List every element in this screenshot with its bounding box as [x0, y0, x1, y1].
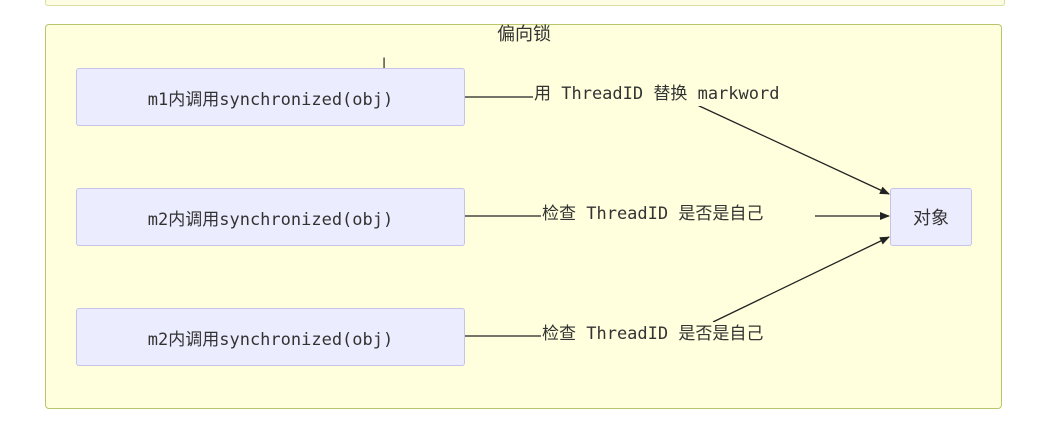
node-label: m2内调用synchronized(obj) — [147, 329, 394, 350]
node-object[interactable]: 对象 — [890, 188, 972, 246]
node-m1-synchronized[interactable]: m1内调用synchronized(obj) — [76, 68, 465, 126]
edge-label-check-threadid-second: 检查 ThreadID 是否是自己 — [541, 322, 765, 346]
edge-m1-to-object — [465, 96, 889, 194]
node-m2-synchronized[interactable]: m2内调用synchronized(obj) — [76, 188, 465, 246]
node-label: m1内调用synchronized(obj) — [147, 89, 394, 110]
edge-label-replace-markword: 用 ThreadID 替换 markword — [533, 82, 781, 106]
edge-m2b-to-object — [465, 237, 889, 337]
node-label: 对象 — [913, 208, 949, 229]
node-m2-synchronized-second[interactable]: m2内调用synchronized(obj) — [76, 308, 465, 366]
node-label: m2内调用synchronized(obj) — [147, 209, 394, 230]
subgraph-title: 偏向锁 — [497, 24, 551, 45]
text-cursor-icon: I — [382, 56, 387, 72]
edge-label-check-threadid: 检查 ThreadID 是否是自己 — [541, 202, 765, 226]
previous-section-strip — [45, 0, 1005, 6]
